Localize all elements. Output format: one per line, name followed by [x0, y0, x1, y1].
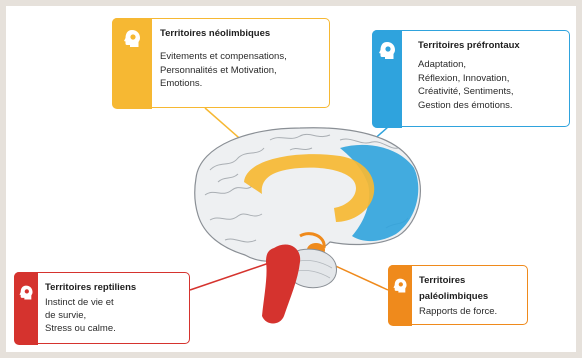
reptilian-line: de survie,	[45, 309, 116, 322]
paleolimbic-text: Rapports de force.	[419, 305, 497, 319]
prefrontal-line: Adaptation,	[418, 58, 514, 72]
prefrontal-card: Territoires préfrontaux Adaptation, Réfl…	[372, 30, 570, 127]
neolimbic-line: Evitements et compensations,	[160, 50, 287, 64]
prefrontal-tab	[372, 30, 402, 128]
paleolimbic-title-line: Territoires	[419, 275, 488, 287]
prefrontal-line: Réflexion, Innovation,	[418, 72, 514, 86]
neolimbic-line: Emotions.	[160, 77, 287, 91]
reptilian-line: Instinct de vie et	[45, 296, 116, 309]
paleolimbic-card: Territoires paléolimbiques Rapports de f…	[388, 265, 528, 325]
prefrontal-text: Adaptation, Réflexion, Innovation, Créat…	[418, 58, 514, 112]
prefrontal-line: Gestion des émotions.	[418, 99, 514, 113]
paleolimbic-tab	[388, 265, 412, 326]
neolimbic-text: Evitements et compensations, Personnalit…	[160, 50, 287, 91]
reptilian-brainstem	[262, 244, 300, 323]
reptilian-card: Territoires reptiliens Instinct de vie e…	[14, 272, 190, 344]
paleolimbic-title: Territoires paléolimbiques	[419, 275, 488, 303]
head-profile-icon	[391, 277, 409, 295]
prefrontal-title: Territoires préfrontaux	[418, 40, 520, 52]
neolimbic-card: Territoires néolimbiques Evitements et c…	[112, 18, 330, 108]
paleolimbic-line: Rapports de force.	[419, 305, 497, 319]
head-profile-icon	[121, 28, 143, 50]
reptilian-tab	[14, 272, 38, 345]
head-profile-icon	[376, 40, 398, 62]
prefrontal-line: Créativité, Sentiments,	[418, 85, 514, 99]
neolimbic-title: Territoires néolimbiques	[160, 28, 270, 40]
neolimbic-tab	[112, 18, 152, 109]
connector-reptilian	[190, 262, 272, 290]
head-profile-icon	[17, 284, 35, 302]
reptilian-line: Stress ou calme.	[45, 322, 116, 335]
reptilian-title: Territoires reptiliens	[45, 282, 136, 294]
reptilian-text: Instinct de vie et de survie, Stress ou …	[45, 296, 116, 335]
paleolimbic-title-line: paléolimbiques	[419, 291, 488, 303]
neolimbic-line: Personnalités et Motivation,	[160, 64, 287, 78]
